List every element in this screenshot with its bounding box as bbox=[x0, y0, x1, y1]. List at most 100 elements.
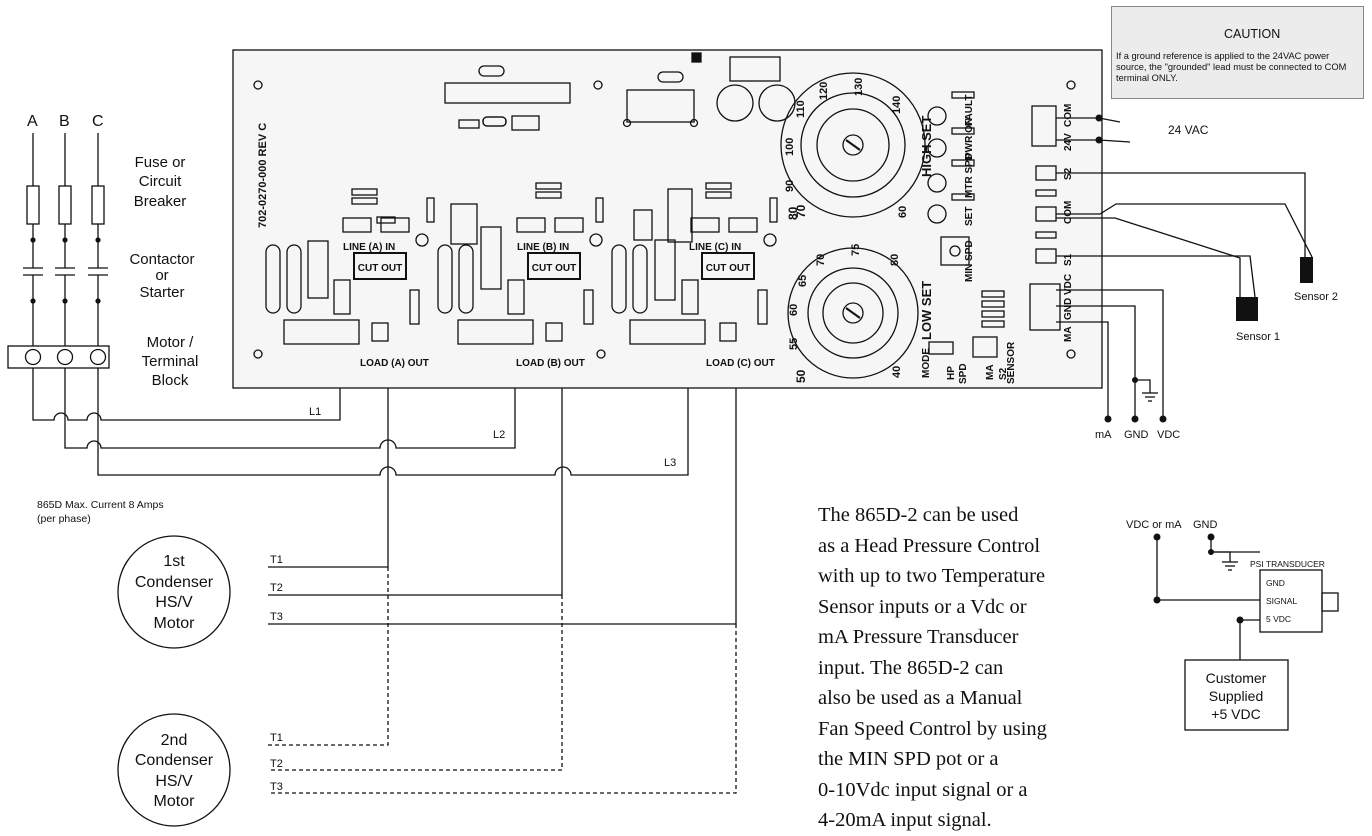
motor1-label-2: Condenser bbox=[135, 574, 214, 591]
hs-60: 60 bbox=[897, 206, 909, 218]
motor1-label-4: Motor bbox=[154, 615, 196, 632]
relay bbox=[729, 56, 781, 82]
hs-130: 130 bbox=[853, 78, 865, 96]
vdc-terminal-label: VDC bbox=[1157, 429, 1180, 441]
fuse-b bbox=[58, 185, 72, 225]
sensor-2 bbox=[1300, 257, 1313, 283]
phase-label-a: A bbox=[27, 113, 38, 130]
stage-c bbox=[611, 182, 778, 345]
fuse-label-2: Circuit bbox=[139, 173, 182, 190]
terminal-block bbox=[7, 345, 110, 369]
description-line: with up to two Temperature bbox=[818, 565, 1046, 587]
line-l1-wire bbox=[32, 307, 341, 421]
high-set-label: HIGH SET bbox=[919, 116, 934, 177]
contactor bbox=[23, 267, 108, 276]
phase-feed bbox=[23, 133, 108, 346]
fuse-label-1: Fuse or bbox=[135, 154, 186, 171]
term-24v: 24V bbox=[1063, 133, 1074, 151]
status-leds bbox=[927, 91, 975, 224]
fault-label: FAULT bbox=[964, 95, 975, 126]
line-l2-wire bbox=[64, 307, 516, 449]
sensor1-wire-a bbox=[1056, 217, 1241, 297]
ls-55: 55 bbox=[788, 338, 800, 350]
term-ma: MA bbox=[1063, 326, 1074, 342]
max-current-sub: (per phase) bbox=[37, 513, 91, 525]
sensor2-label: Sensor 2 bbox=[1294, 291, 1338, 303]
motor-1 bbox=[117, 535, 231, 649]
supply-label-3: +5 VDC bbox=[1211, 706, 1260, 722]
cut-out-a: CUT OUT bbox=[358, 263, 402, 274]
max-current-label: 865D Max. Current 8 Amps bbox=[37, 499, 164, 511]
board-part-number: 702-0270-000 REV C bbox=[257, 123, 269, 228]
contactor-label-2: or bbox=[155, 267, 168, 284]
signal-wire bbox=[1156, 537, 1260, 601]
pwr-on-label: PWR ON bbox=[964, 118, 975, 159]
customer-supply-box bbox=[1184, 659, 1289, 731]
supply-label-1: Customer bbox=[1206, 670, 1267, 686]
term-s1: S1 bbox=[1063, 253, 1074, 266]
fuse-label-3: Breaker bbox=[134, 193, 187, 210]
sensor-ma-label: MA bbox=[985, 364, 996, 380]
motor2-dashed-leads bbox=[268, 567, 737, 794]
stage-a bbox=[265, 188, 435, 345]
line-c-in-label: LINE (C) IN bbox=[689, 242, 741, 253]
description-line: the MIN SPD pot or a bbox=[818, 748, 999, 770]
m2-t3: T3 bbox=[270, 781, 283, 793]
hs-70: 70 bbox=[794, 204, 808, 218]
min-spd-pot bbox=[940, 236, 970, 266]
sensor1-label: Sensor 1 bbox=[1236, 331, 1280, 343]
motor2-label-2: Condenser bbox=[135, 752, 214, 769]
term-s2: S2 bbox=[1063, 167, 1074, 180]
contactor-label-1: Contactor bbox=[129, 251, 194, 268]
psi-transducer-title: PSI TRANSDUCER bbox=[1250, 559, 1325, 569]
l3-label: L3 bbox=[664, 457, 676, 469]
terminal-24v bbox=[1031, 105, 1057, 147]
mtr-spd-label: MTR SPD bbox=[964, 153, 975, 198]
spd-label: SPD bbox=[958, 363, 969, 384]
description-line: 0-10Vdc input signal or a bbox=[818, 778, 1028, 801]
hs-110: 110 bbox=[795, 100, 807, 118]
l1-label: L1 bbox=[309, 406, 321, 418]
caution-title: CAUTION bbox=[1224, 27, 1281, 41]
ls-65: 65 bbox=[797, 275, 809, 287]
gnd-label: GND bbox=[1193, 519, 1218, 531]
load-a-out-label: LOAD (A) OUT bbox=[360, 358, 429, 369]
description-line: input. The 865D-2 can bbox=[818, 656, 1004, 679]
sensor1-wire-b bbox=[1056, 255, 1256, 298]
phase-label-c: C bbox=[92, 113, 104, 130]
low-set-dial bbox=[787, 247, 919, 379]
supply-label-2: Supplied bbox=[1209, 688, 1264, 704]
term-com-2: COM bbox=[1063, 201, 1074, 224]
terminal-label-3: Block bbox=[152, 372, 189, 389]
term-vdc: VDC bbox=[1063, 274, 1074, 295]
term-com-1: COM bbox=[1063, 104, 1074, 127]
mounting-holes bbox=[253, 80, 1076, 359]
description-line: The 865D-2 can be used bbox=[818, 504, 1019, 526]
set-label: SET bbox=[964, 207, 975, 226]
term-gnd: GND bbox=[1063, 298, 1074, 320]
high-set-dial bbox=[780, 72, 926, 218]
ls-70: 70 bbox=[815, 254, 827, 266]
cut-out-b: CUT OUT bbox=[532, 263, 576, 274]
contactor-label-3: Starter bbox=[139, 284, 184, 301]
hs-90: 90 bbox=[784, 180, 796, 192]
line-l3-wire bbox=[97, 307, 689, 476]
hs-80: 80 bbox=[786, 206, 800, 220]
ma-terminal-label: mA bbox=[1095, 429, 1112, 441]
m2-t2: T2 bbox=[270, 758, 283, 770]
cut-out-c: CUT OUT bbox=[706, 263, 750, 274]
load-c-out-label: LOAD (C) OUT bbox=[706, 358, 775, 369]
transducer-pin-signal: SIGNAL bbox=[1266, 596, 1297, 606]
description-line: Sensor inputs or a Vdc or bbox=[818, 595, 1027, 618]
description-line: Fan Speed Control by using bbox=[818, 717, 1047, 740]
transducer-pin-5vdc: 5 VDC bbox=[1266, 614, 1291, 624]
caution-box: CAUTION If a ground reference is applied… bbox=[1111, 6, 1364, 99]
regulator bbox=[626, 89, 695, 123]
m1-t2: T2 bbox=[270, 582, 283, 594]
motor-2 bbox=[117, 713, 231, 827]
motor2-label-1: 2nd bbox=[161, 732, 188, 749]
terminal-label-2: Terminal bbox=[142, 353, 199, 370]
sensor2-wire-b bbox=[1056, 203, 1313, 258]
line-b-in-label: LINE (B) IN bbox=[517, 242, 569, 253]
vdc-or-ma-label: VDC or mA bbox=[1126, 519, 1182, 531]
